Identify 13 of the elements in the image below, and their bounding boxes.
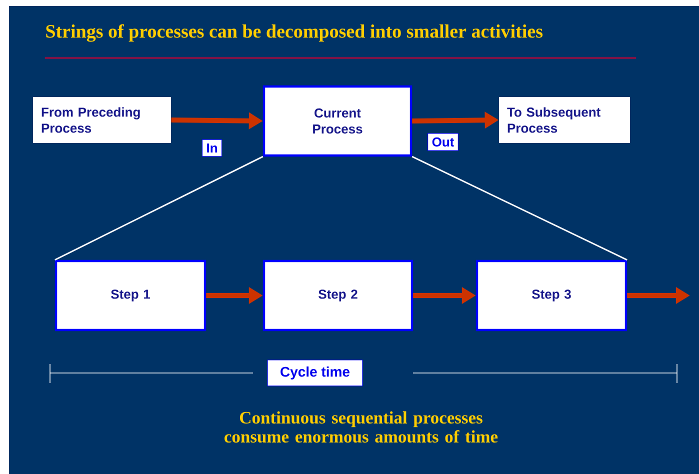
process-box: Step 3 — [476, 260, 628, 332]
connector-line — [54, 156, 264, 261]
process-box: Step 1 — [54, 260, 206, 332]
caption: Continuous sequential processes consume enormous amounts of time — [224, 411, 498, 443]
connector-line — [412, 156, 628, 261]
dimension-label: Cycle time — [267, 360, 363, 386]
process-box: Current Process — [262, 85, 412, 157]
process-box: Step 2 — [262, 260, 414, 332]
edge-label: In — [202, 139, 222, 157]
text-box: To Subsequent Process — [499, 97, 630, 143]
title: Strings of processes can be decomposed into smaller activities — [46, 24, 543, 42]
text-box: From Preceding Process — [33, 97, 171, 143]
edge-label: Out — [428, 133, 458, 151]
